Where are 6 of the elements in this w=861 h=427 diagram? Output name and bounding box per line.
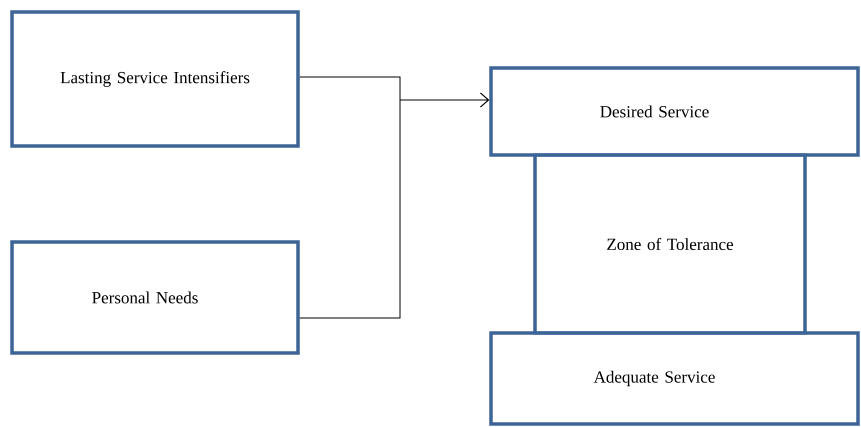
arrow	[299, 92, 490, 318]
process-box: Zone of Tolerance	[533, 153, 807, 335]
process-box: Lasting Service Intensifiers	[10, 10, 300, 148]
process-box: Desired Service	[489, 66, 860, 157]
process-box: Personal Needs	[10, 240, 300, 355]
process-box: Adequate Service	[489, 331, 860, 426]
